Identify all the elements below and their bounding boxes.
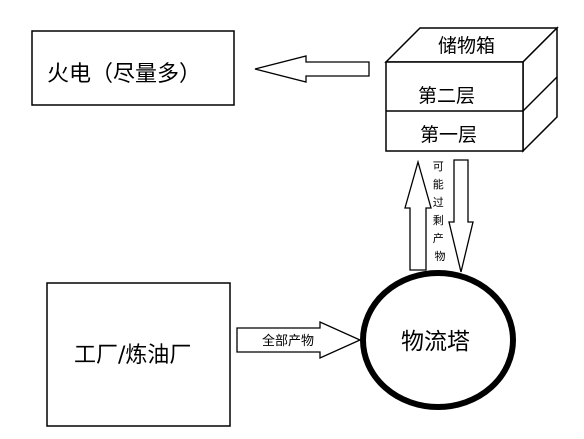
storage-box-node: 储物箱 第二层 第一层 <box>384 26 559 153</box>
power-plant-node: 火电（尽量多） <box>31 30 235 106</box>
layer-two-label: 第二层 <box>418 85 475 107</box>
tower-to-storage-arrow <box>404 159 432 271</box>
factory-box <box>46 282 231 427</box>
logistics-tower-node: 物流塔 <box>360 270 516 410</box>
factory-node: 工厂/炼油厂 <box>46 282 231 427</box>
surplus-char-3: 过 <box>433 196 444 209</box>
logistics-tower-label: 物流塔 <box>401 329 470 355</box>
storage-box-label: 储物箱 <box>438 35 495 57</box>
surplus-char-2: 能 <box>433 177 444 191</box>
surplus-products-label: 可 能 过 剩 产 物 <box>433 160 448 263</box>
all-products-label: 全部产物 <box>262 333 314 349</box>
surplus-char-4: 剩 <box>433 214 444 227</box>
factory-label: 工厂/炼油厂 <box>74 343 191 368</box>
storage-to-tower-arrow <box>448 159 474 273</box>
layer-one-label: 第一层 <box>420 124 477 146</box>
surplus-char-1: 可 <box>433 160 444 173</box>
power-plant-label: 火电（尽量多） <box>47 62 201 87</box>
surplus-char-5: 产 <box>433 231 444 245</box>
power-plant-box <box>31 30 235 106</box>
logistics-tower-circle <box>360 270 516 410</box>
storage-to-power-arrow <box>254 55 370 83</box>
storage-front-face <box>385 61 524 152</box>
surplus-char-6: 物 <box>435 249 446 263</box>
layer-divider-side <box>522 76 558 112</box>
factory-to-tower-arrow <box>236 320 362 360</box>
